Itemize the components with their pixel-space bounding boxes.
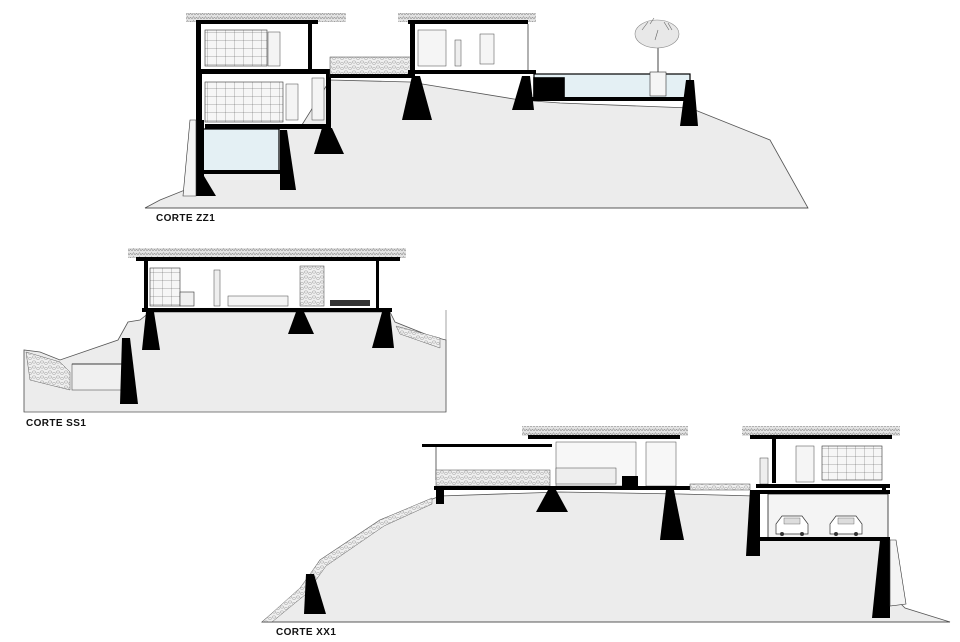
floor-slab bbox=[205, 124, 327, 129]
section-xx1 bbox=[260, 426, 951, 623]
footing bbox=[680, 80, 698, 126]
lower-terrace bbox=[71, 363, 123, 391]
garage-floor bbox=[760, 537, 890, 541]
footing bbox=[536, 490, 568, 512]
footing bbox=[436, 490, 444, 504]
terrace-slab bbox=[434, 486, 554, 490]
roof-slab bbox=[136, 257, 400, 261]
stone-terrace bbox=[25, 351, 71, 391]
pool-lower bbox=[202, 128, 280, 172]
floor-slab bbox=[196, 69, 332, 74]
walkway-slab bbox=[330, 74, 414, 78]
footing bbox=[660, 490, 684, 540]
green-roof bbox=[398, 13, 536, 22]
bench bbox=[330, 300, 370, 306]
stone-wall bbox=[435, 469, 551, 487]
sofa bbox=[555, 467, 617, 485]
wall-edge bbox=[182, 119, 197, 197]
section-ss1 bbox=[23, 248, 447, 413]
bridge bbox=[689, 483, 751, 491]
wall-edge bbox=[889, 539, 907, 607]
glazing bbox=[645, 441, 677, 487]
shelving bbox=[204, 29, 268, 67]
pool-step bbox=[533, 77, 565, 99]
section-label-zz1: CORTE ZZ1 bbox=[156, 213, 216, 224]
retaining-wall bbox=[120, 338, 138, 404]
kitchen bbox=[417, 29, 447, 67]
wall bbox=[308, 20, 312, 72]
stone-slope bbox=[395, 325, 441, 349]
footing bbox=[280, 130, 296, 190]
roof-slab bbox=[528, 435, 680, 439]
wall bbox=[410, 20, 415, 78]
tree bbox=[634, 17, 680, 97]
roof-slab bbox=[750, 435, 892, 439]
pool-floor bbox=[200, 170, 282, 174]
wall bbox=[326, 72, 331, 128]
bench bbox=[622, 476, 638, 486]
footing bbox=[142, 312, 160, 350]
figure bbox=[454, 39, 462, 67]
floor-slab bbox=[408, 70, 536, 74]
retaining-wall bbox=[304, 574, 326, 614]
car-icon bbox=[829, 515, 863, 536]
footing bbox=[288, 312, 314, 334]
wall bbox=[772, 439, 776, 483]
figure bbox=[759, 457, 769, 485]
green-roof bbox=[128, 248, 406, 258]
footing bbox=[512, 76, 534, 110]
shelving bbox=[149, 267, 181, 307]
roof-slab bbox=[196, 20, 318, 24]
stair bbox=[311, 77, 325, 121]
figure bbox=[213, 269, 221, 307]
green-roof bbox=[522, 426, 688, 436]
floor-slab bbox=[550, 486, 690, 490]
wall bbox=[196, 20, 201, 70]
wall bbox=[196, 72, 202, 126]
section-zz1 bbox=[144, 13, 809, 209]
retaining-wall bbox=[196, 120, 216, 196]
garage-ceiling bbox=[760, 490, 890, 494]
stone-slope bbox=[261, 497, 433, 623]
desk bbox=[179, 291, 195, 307]
shower bbox=[479, 33, 495, 65]
roof-slab bbox=[408, 20, 528, 24]
wall bbox=[144, 261, 148, 309]
car-icon bbox=[775, 515, 809, 536]
footing bbox=[372, 312, 394, 348]
floor-slab bbox=[142, 308, 392, 312]
footing bbox=[402, 76, 432, 120]
retaining-wall bbox=[872, 540, 890, 618]
door bbox=[267, 31, 281, 67]
cabinet bbox=[204, 81, 284, 123]
pool-slab bbox=[532, 97, 692, 101]
bathroom bbox=[795, 445, 815, 483]
floor-slab bbox=[756, 484, 890, 488]
green-roof bbox=[186, 13, 346, 22]
shelving bbox=[821, 445, 883, 481]
stone-fireplace bbox=[299, 265, 325, 307]
retaining-wall bbox=[746, 490, 760, 556]
sofa bbox=[227, 295, 289, 307]
section-label-ss1: CORTE SS1 bbox=[26, 418, 87, 429]
pergola bbox=[422, 444, 552, 447]
section-label-xx1: CORTE XX1 bbox=[276, 627, 337, 638]
bathroom bbox=[285, 83, 299, 121]
footing bbox=[314, 128, 344, 154]
green-roof bbox=[742, 426, 900, 436]
glazing bbox=[376, 261, 379, 309]
